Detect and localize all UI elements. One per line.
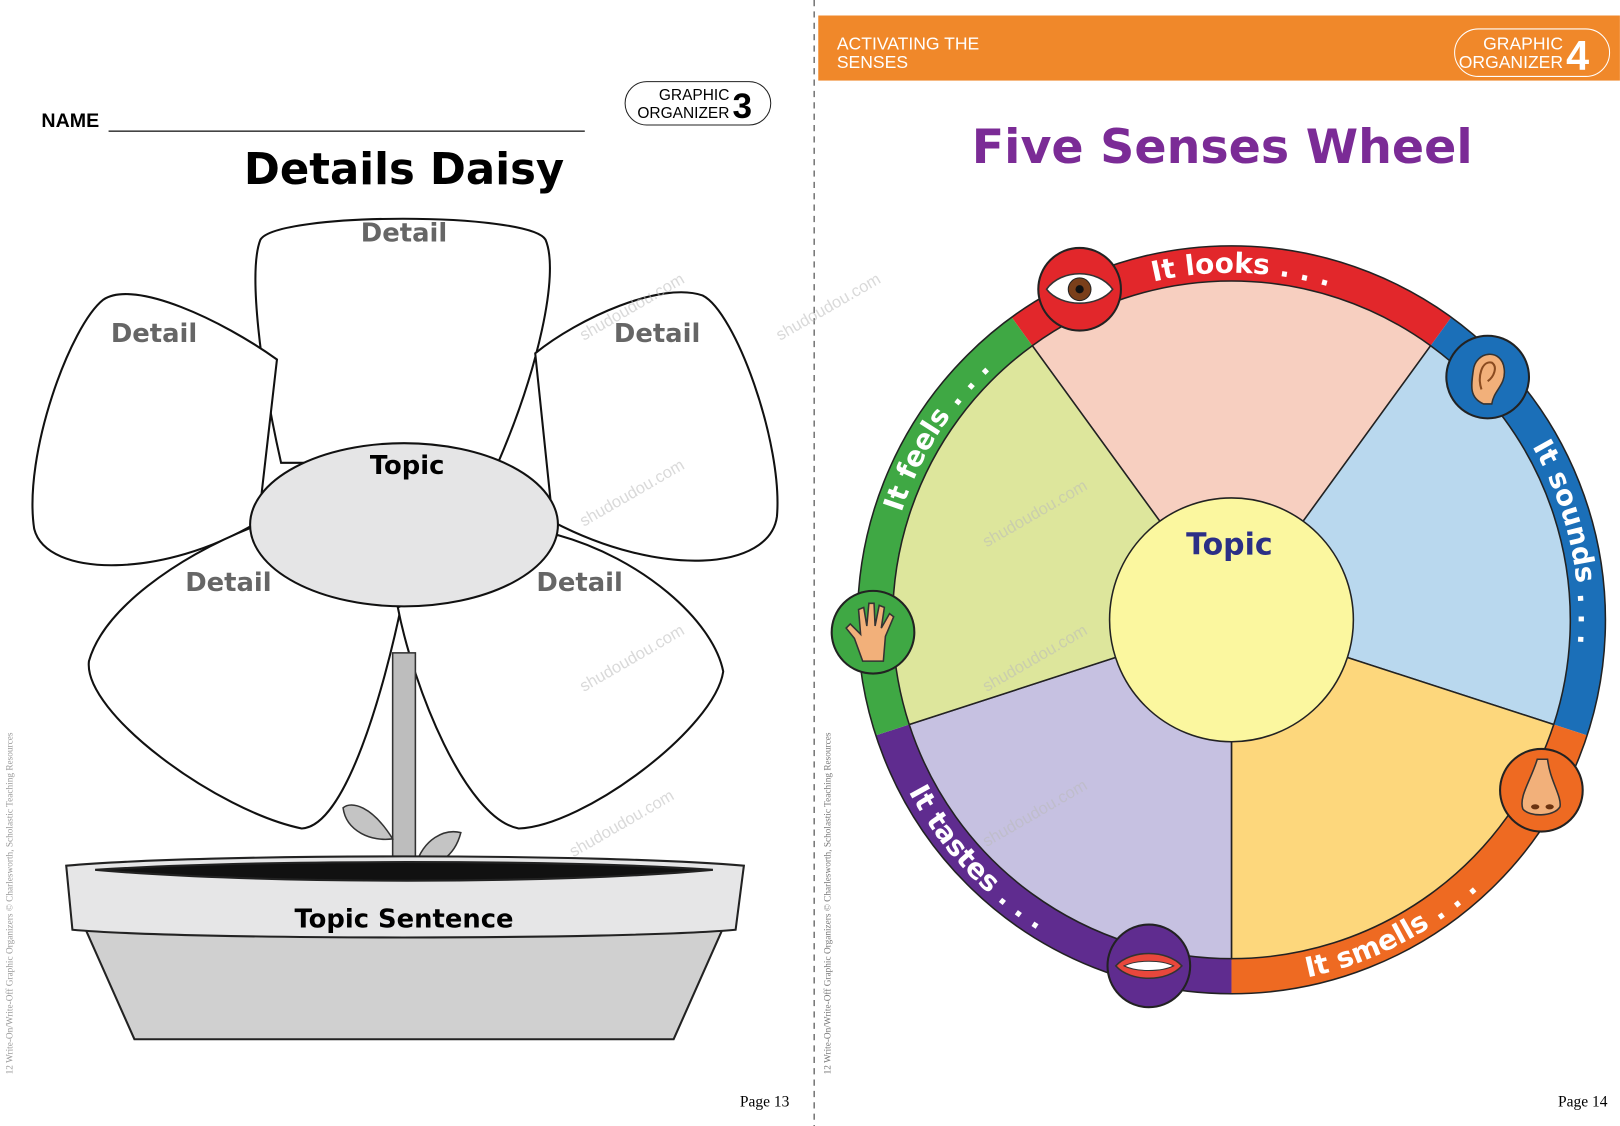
flower-pot[interactable]	[65, 855, 746, 1041]
page-number-right: Page 14	[1558, 1093, 1608, 1110]
pot-label: Topic Sentence	[295, 905, 514, 935]
badge-number: 4	[1566, 33, 1589, 79]
petal-upper-right[interactable]	[534, 291, 779, 562]
side-credit-right: 12 Write-On/Write-Off Graphic Organizers…	[823, 732, 834, 1074]
petal-label-lower-right: Detail	[536, 568, 622, 598]
side-credit-left: 12 Write-On/Write-Off Graphic Organizers…	[5, 732, 16, 1074]
badge-line2: ORGANIZER	[637, 105, 729, 122]
petal-label-top: Detail	[361, 219, 447, 249]
badge-number: 3	[733, 87, 753, 126]
graphic-organizer-badge-3: GRAPHIC ORGANIZER 3	[624, 81, 772, 126]
watermark: shudoudou.com	[773, 269, 884, 344]
flower-center-label: Topic	[370, 451, 445, 481]
left-page: NAME GRAPHIC ORGANIZER 3 Details Daisy D…	[5, 81, 790, 1110]
eye-icon	[1037, 246, 1122, 332]
page-title: Details Daisy	[244, 145, 564, 195]
page-title: Five Senses Wheel	[972, 120, 1473, 175]
badge-line1: GRAPHIC	[659, 87, 730, 104]
right-page: ACTIVATING THE SENSES GRAPHIC ORGANIZER …	[818, 15, 1620, 1110]
graphic-organizer-badge-4: GRAPHIC ORGANIZER 4	[1454, 28, 1611, 79]
topic-label: Topic	[1186, 528, 1272, 563]
petal-label-upper-right: Detail	[614, 319, 700, 349]
nose-icon	[1499, 747, 1584, 833]
petal-upper-left[interactable]	[31, 293, 279, 567]
badge-line1: GRAPHIC	[1483, 34, 1563, 54]
name-label: NAME	[41, 110, 99, 132]
petal-top[interactable]	[254, 217, 551, 464]
hand-icon	[830, 589, 916, 675]
ear-icon	[1445, 334, 1531, 420]
section-banner	[818, 15, 1620, 81]
petal-label-upper-left: Detail	[111, 319, 197, 349]
page-number-left: Page 13	[740, 1093, 790, 1110]
petal-lower-left[interactable]	[87, 525, 403, 830]
ring-segment-eye	[1011, 245, 1452, 346]
petal-lower-right[interactable]	[396, 534, 725, 830]
mouth-icon	[1106, 923, 1192, 1009]
banner-line1: ACTIVATING THE	[837, 34, 979, 54]
ring-segment-mouth	[875, 724, 1232, 994]
badge-line2: ORGANIZER	[1459, 52, 1563, 72]
daisy-flower	[31, 217, 779, 830]
topic-circle[interactable]	[1108, 497, 1355, 743]
leaf-left	[342, 804, 394, 841]
flower-center[interactable]	[249, 442, 559, 608]
banner-line2: SENSES	[837, 52, 908, 72]
petal-label-lower-left: Detail	[185, 568, 271, 598]
